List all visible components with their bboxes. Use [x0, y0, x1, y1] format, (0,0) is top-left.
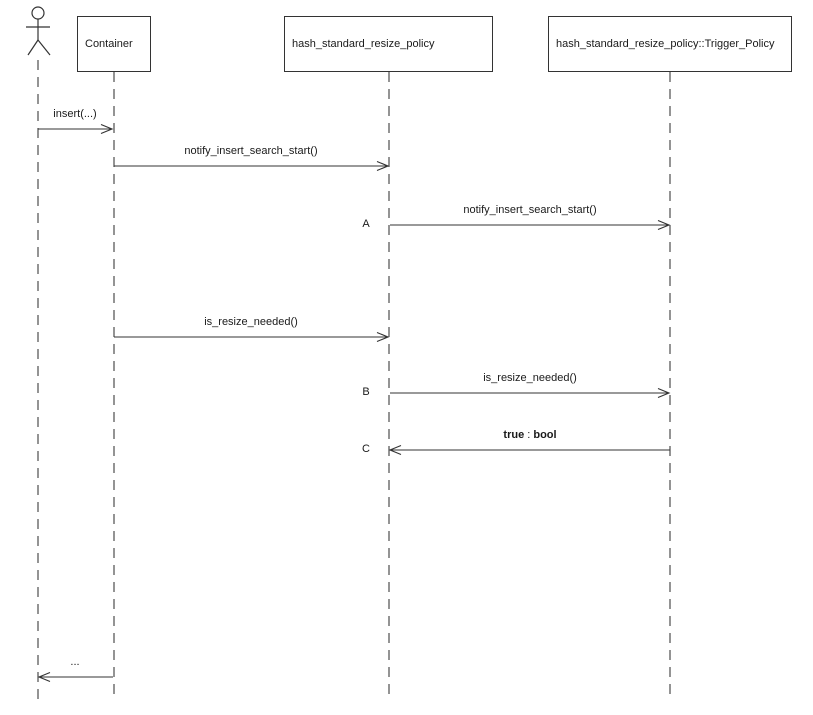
participant-label: hash_standard_resize_policy: [292, 38, 435, 50]
participant-box-resize-policy: hash_standard_resize_policy: [284, 16, 493, 72]
message-label-insert: insert(...): [53, 108, 97, 120]
participant-label: Container: [85, 38, 133, 50]
arrow-notify-insert-search-start-2: [390, 219, 671, 231]
arrow-insert: [38, 123, 114, 135]
actor-icon: [26, 6, 51, 56]
sequence-marker-b: B: [362, 386, 370, 398]
colon-separator: :: [524, 429, 534, 441]
message-label-ellipsis: ...: [70, 656, 80, 668]
message-label-notify-2: notify_insert_search_start(): [463, 204, 597, 216]
arrow-is-resize-needed-2: [390, 387, 671, 399]
sequence-marker-a: A: [362, 218, 370, 230]
participant-box-container: Container: [77, 16, 151, 72]
arrow-is-resize-needed-1: [114, 331, 390, 343]
arrow-return-ellipsis: [37, 671, 113, 683]
participant-box-trigger-policy: hash_standard_resize_policy::Trigger_Pol…: [548, 16, 792, 72]
message-label-return-true-bool: true : bool: [503, 429, 556, 442]
message-label-is-resize-2: is_resize_needed(): [483, 372, 577, 384]
arrow-return-true-bool: [388, 444, 670, 456]
arrow-notify-insert-search-start-1: [114, 160, 390, 172]
message-label-notify-1: notify_insert_search_start(): [184, 145, 318, 157]
return-value: true: [503, 429, 525, 441]
participant-label: hash_standard_resize_policy::Trigger_Pol…: [556, 38, 775, 50]
return-type: bool: [533, 429, 557, 441]
sequence-marker-c: C: [362, 443, 370, 455]
message-label-is-resize-1: is_resize_needed(): [204, 316, 298, 328]
